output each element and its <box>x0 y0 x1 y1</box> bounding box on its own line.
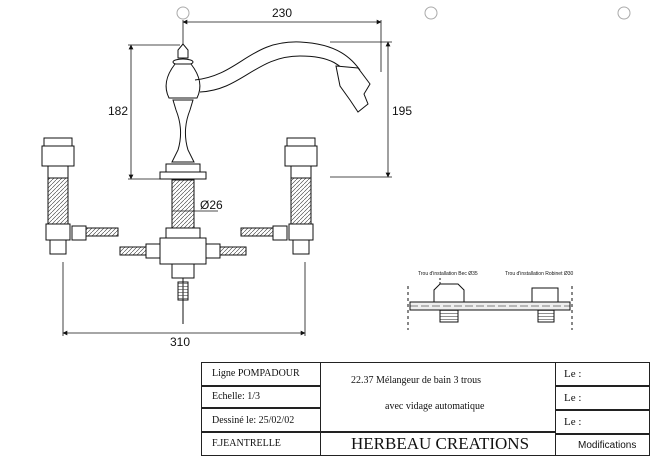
dimension-diameter: Ø26 <box>200 198 223 212</box>
revision-cell-1: Le : <box>555 362 650 386</box>
title-cell-echelle: Echelle: 1/3 <box>201 386 321 408</box>
mixer-block <box>119 227 247 324</box>
product-line-1: 22.37 Mélangeur de bain 3 trous <box>351 375 481 386</box>
revision-cell-modifications: Modifications <box>555 434 650 456</box>
dimension-182: 182 <box>108 104 129 118</box>
right-handle <box>240 137 318 255</box>
product-line-2: avec vidage automatique <box>385 401 485 412</box>
dimension-310: 310 <box>170 335 191 349</box>
echelle-text: Echelle: 1/3 <box>212 391 261 402</box>
author-text: F.JEANTRELLE <box>212 438 281 449</box>
dimension-230: 230 <box>272 6 293 20</box>
title-cell-auteur: F.JEANTRELLE <box>201 432 321 456</box>
dimension-195: 195 <box>392 104 413 118</box>
revision-le-2: Le : <box>564 392 582 404</box>
ligne-text: Ligne POMPADOUR <box>212 368 300 379</box>
revision-le-3: Le : <box>564 416 582 428</box>
title-cell-product: 22.37 Mélangeur de bain 3 trous avec vid… <box>320 362 556 432</box>
left-handle <box>41 137 119 255</box>
revision-cell-2: Le : <box>555 386 650 410</box>
modifications-label: Modifications <box>578 440 637 451</box>
company-name: HERBEAU CREATIONS <box>351 434 530 453</box>
revision-le-1: Le : <box>564 368 582 380</box>
installation-detail <box>407 276 573 330</box>
revision-cell-3: Le : <box>555 410 650 434</box>
title-cell-company: HERBEAU CREATIONS <box>320 432 556 456</box>
binder-holes <box>176 6 631 20</box>
title-cell-dessine: Dessiné le: 25/02/02 <box>201 408 321 432</box>
title-cell-ligne: Ligne POMPADOUR <box>201 362 321 386</box>
central-spout <box>159 41 371 229</box>
dessine-text: Dessiné le: 25/02/02 <box>212 415 295 426</box>
detail-label-robinet: Trou d'installation Robinet Ø30 <box>505 271 574 277</box>
detail-label-bec: Trou d'installation Bec Ø35 <box>418 271 478 277</box>
